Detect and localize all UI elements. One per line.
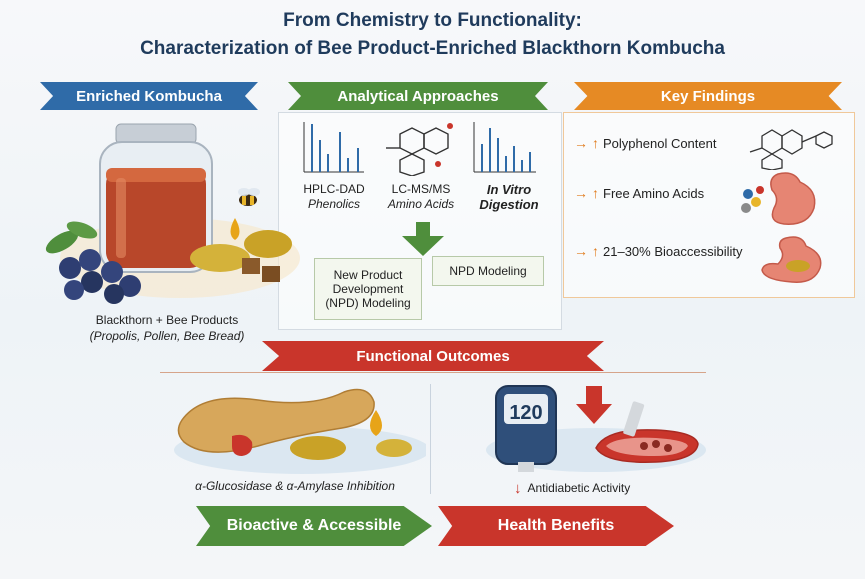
key-findings-banner: Key Findings [574, 82, 842, 110]
method-hplc: HPLC-DAD Phenolics [294, 182, 374, 212]
finding-1-text: Polyphenol Content [603, 135, 717, 151]
functional-outcomes-banner: Functional Outcomes [262, 341, 604, 371]
kombucha-illustration [45, 123, 300, 304]
method-invitro: In Vitro Digestion [466, 182, 552, 212]
finding-row-2: → ↑ Free Amino Acids [574, 183, 704, 203]
method-lcms-sub: Amino Acids [387, 197, 455, 211]
npd-modeling-box-2: NPD Modeling [432, 256, 544, 286]
method-lcms-name: LC-MS/MS [391, 182, 451, 196]
antidiabetic-caption: Antidiabetic Activity [527, 481, 631, 495]
digestion-chromatogram-icon [473, 122, 536, 173]
polyphenol-molecule-icon [749, 129, 833, 170]
enzyme-inhibition-caption: α-Glucosidase & α-Amylase Inhibition [195, 479, 395, 493]
down-arrow-icon: ↓ [514, 479, 522, 497]
down-arrow-icon [402, 222, 444, 256]
hplc-chromatogram-icon [303, 122, 364, 173]
glucose-meter-illustration [486, 385, 706, 472]
method-invitro-name: In Vitro [486, 182, 532, 197]
finding-3-text: 21–30% Bioaccessibility [603, 243, 743, 259]
stomach-amino-icon [741, 172, 816, 225]
pancreas-illustration [174, 388, 426, 474]
bioactive-accessible-arrow: Bioactive & Accessible [196, 506, 432, 546]
stomach-bioaccessibility-icon [761, 236, 822, 283]
method-lcms: LC-MS/MS Amino Acids [378, 182, 464, 212]
analytical-approaches-banner: Analytical Approaches [288, 82, 548, 110]
finding-2-text: Free Amino Acids [603, 185, 705, 201]
finding-1-up-icon: ↑ [592, 135, 599, 151]
antidiabetic-row: ↓ Antidiabetic Activity [514, 479, 630, 497]
finding-2-arrow: → [574, 185, 588, 201]
method-hplc-name: HPLC-DAD [303, 182, 365, 196]
health-benefits-arrow: Health Benefits [438, 506, 674, 546]
ingredients-line-2: (Propolis, Pollen, Bee Bread) [89, 329, 245, 343]
npd-modeling-box-1: New Product Development (NPD) Modeling [314, 258, 422, 320]
enriched-kombucha-banner: Enriched Kombucha [40, 82, 258, 110]
finding-3-arrow: → [574, 243, 588, 259]
finding-row-3: → ↑ 21–30% Bioaccessibility [574, 241, 742, 261]
finding-1-arrow: → [574, 135, 588, 151]
molecule-structure-icon [386, 123, 453, 176]
method-invitro-sub: Digestion [479, 197, 539, 212]
ingredients-line-1: Blackthorn + Bee Products [95, 313, 239, 327]
outcomes-vertical-divider [430, 384, 431, 494]
outcomes-divider [160, 372, 706, 373]
finding-row-1: → ↑ Polyphenol Content [574, 133, 716, 153]
method-hplc-sub: Phenolics [307, 197, 361, 211]
title-line-2: Characterization of Bee Product-Enriched… [140, 38, 725, 59]
finding-3-up-icon: ↑ [592, 243, 599, 259]
finding-2-up-icon: ↑ [592, 185, 599, 201]
meter-reading: 120 [509, 401, 543, 424]
title-line-1: From Chemistry to Functionality: [283, 10, 582, 31]
